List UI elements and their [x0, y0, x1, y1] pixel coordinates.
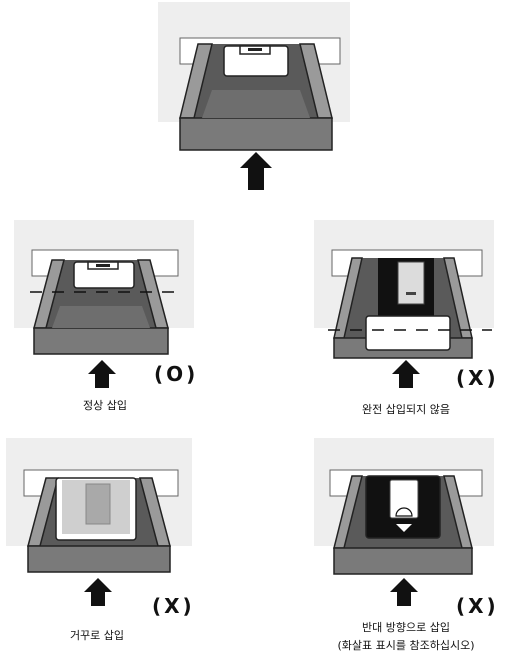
card-slot-illustration: [314, 438, 494, 606]
caption-upside-down: 거꾸로 삽입: [69, 629, 125, 642]
insert-arrow-icon: [88, 360, 116, 388]
incomplete-insertion-diagram: [300, 218, 506, 418]
top-diagram: [150, 0, 360, 200]
wrong-mark: (X): [456, 594, 499, 618]
card-slot-illustration: [14, 220, 194, 388]
reversed-insertion-diagram: [300, 436, 506, 636]
wrong-mark: (X): [456, 366, 499, 390]
upside-down-insertion-diagram: [0, 436, 220, 636]
insert-arrow-icon: [84, 578, 112, 606]
correct-mark: (O): [154, 362, 199, 386]
insert-arrow-icon: [390, 578, 418, 606]
card-slot-illustration: [6, 438, 192, 606]
direction-arrow-icon: [396, 524, 412, 532]
caption-incomplete: 완전 삽입되지 않음: [362, 403, 450, 416]
caption-normal: 정상 삽입: [83, 399, 127, 412]
insert-arrow-icon: [240, 152, 272, 190]
insert-arrow-icon: [392, 360, 420, 388]
normal-insertion-diagram: [0, 218, 220, 418]
card-slot-illustration: [314, 220, 494, 388]
caption-reversed-line1: 반대 방향으로 삽입: [362, 621, 450, 634]
card-slot-illustration: [158, 2, 350, 190]
caption-reversed-line2: (화살표 표시를 참조하십시오): [337, 639, 475, 652]
wrong-mark: (X): [152, 594, 195, 618]
